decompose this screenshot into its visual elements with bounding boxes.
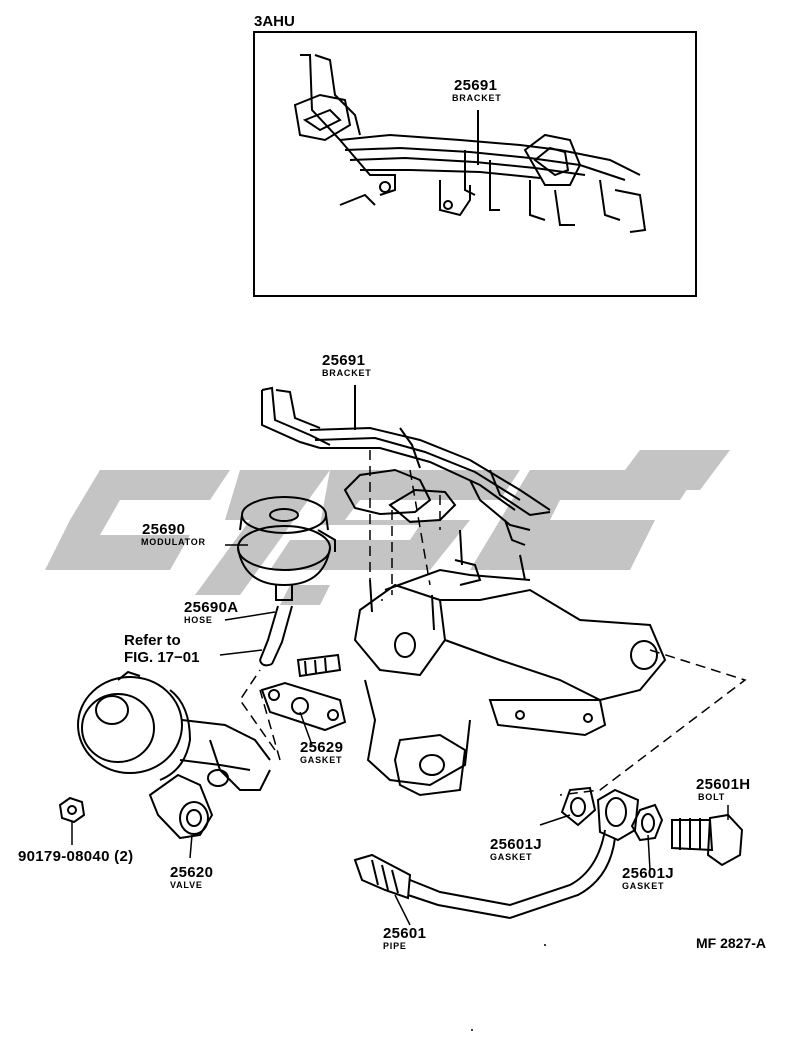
modulator-drawing [237,496,336,601]
figure-code: MF 2827-A [696,935,767,951]
gasket-egr-part-name: GASKET [300,755,343,765]
bracket-part-name: BRACKET [322,368,372,378]
scan-specks [381,599,546,1031]
reference-line-1: Refer to [124,632,181,649]
reference-line-2: FIG. 17−01 [124,649,200,666]
inset-part-name: BRACKET [452,93,502,103]
intake-manifold-drawing [353,529,667,797]
gasket-j1-part-number: 25601J [490,836,542,853]
egr-valve-drawing [77,670,271,840]
assembly-guides [239,450,747,796]
inset-bracket-drawing [293,54,647,233]
bolt-part-number: 25601H [696,776,751,793]
modulator-part-number: 25690 [142,521,186,538]
inset-model-code: 3AHU [254,13,295,30]
valve-part-name: VALVE [170,880,203,890]
nut-part-number: 90179-08040 (2) [18,848,134,865]
gasket-j2-part-number: 25601J [622,865,674,882]
bracket-part-number: 25691 [322,352,366,369]
pipe-part-number: 25601 [383,925,427,942]
pipe-part-name: PIPE [383,941,407,951]
gasket-egr-part-number: 25629 [300,739,344,756]
inset-frame [253,31,697,297]
modulator-part-name: MODULATOR [141,537,206,547]
pipe-assembly-drawing [353,786,744,920]
nut-drawing [58,796,86,824]
hose-part-name: HOSE [184,615,213,625]
leader-lines [71,544,729,926]
gasket-egr-drawing [260,653,347,732]
hose-part-number: 25690A [184,599,239,616]
gasket-j1-part-name: GASKET [490,852,533,862]
gasket-j2-part-name: GASKET [622,881,665,891]
inset-part-number: 25691 [454,77,498,94]
bolt-part-name: BOLT [698,792,726,802]
hose-drawing [259,605,293,667]
valve-part-number: 25620 [170,864,214,881]
bracket-drawing [261,385,551,546]
